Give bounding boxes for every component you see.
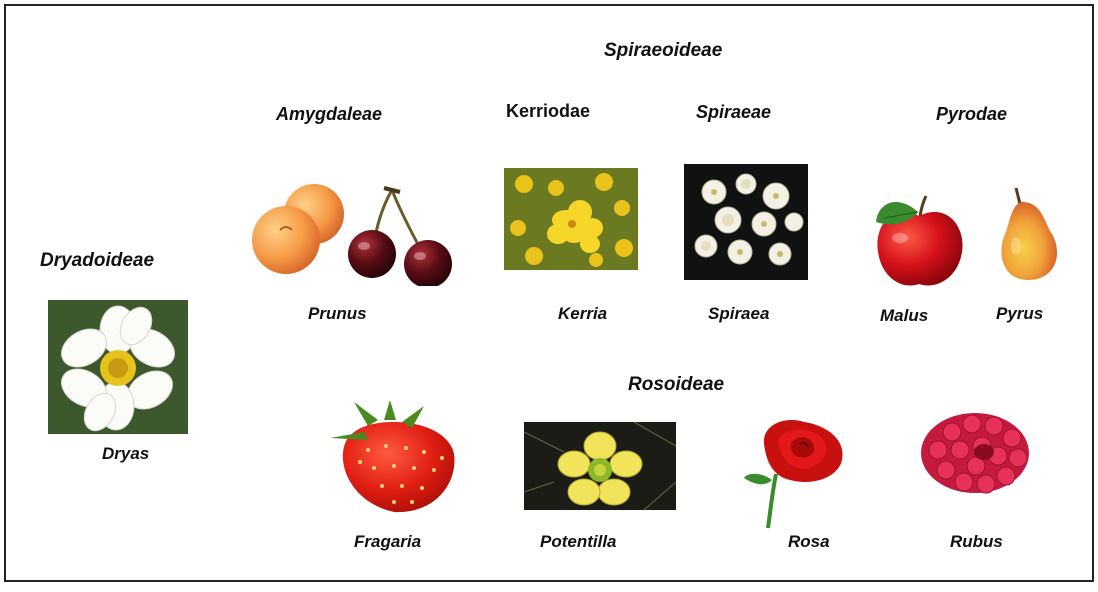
malus-apple-image — [870, 192, 968, 292]
genus-label-rosa: Rosa — [788, 532, 830, 552]
group-label-rosoideae: Rosoideae — [628, 374, 724, 396]
genus-label-pyrus: Pyrus — [996, 304, 1043, 324]
genus-label-spiraea: Spiraea — [708, 304, 769, 324]
potentilla-flower-image — [524, 422, 676, 510]
prunus-fruit-image — [244, 178, 466, 286]
genus-label-prunus: Prunus — [308, 304, 367, 324]
kerria-flower-image — [504, 168, 638, 270]
fragaria-strawberry-image — [324, 398, 460, 516]
tribe-label-kerriodae: Kerriodae — [506, 101, 590, 122]
genus-label-kerria: Kerria — [558, 304, 607, 324]
group-label-spiraeoideae: Spiraeoideae — [604, 40, 722, 62]
genus-label-potentilla: Potentilla — [540, 532, 617, 552]
tribe-label-spiraeae: Spiraeae — [696, 102, 771, 123]
genus-label-dryas: Dryas — [102, 444, 149, 464]
spiraea-flower-image — [684, 164, 808, 280]
rubus-raspberry-image — [918, 410, 1032, 496]
genus-label-rubus: Rubus — [950, 532, 1003, 552]
tribe-label-amygdaleae: Amygdaleae — [276, 104, 382, 125]
rosa-flower-image — [742, 414, 852, 530]
phylogeny-figure: Spiraeoideae Dryadoideae Rosoideae Amygd… — [4, 4, 1094, 582]
dryas-flower-image — [48, 300, 188, 434]
genus-label-malus: Malus — [880, 306, 928, 326]
pyrus-pear-image — [990, 180, 1070, 288]
genus-label-fragaria: Fragaria — [354, 532, 421, 552]
group-label-dryadoideae: Dryadoideae — [40, 250, 154, 272]
tribe-label-pyrodae: Pyrodae — [936, 104, 1007, 125]
